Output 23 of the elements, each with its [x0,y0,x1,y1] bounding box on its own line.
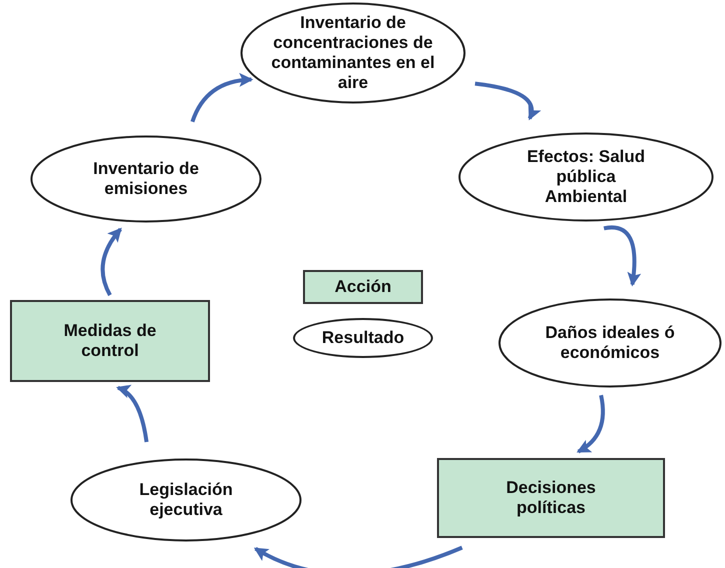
result-ellipse [498,298,722,388]
action-box [437,458,665,538]
result-ellipse [70,458,302,542]
node-label: Efectos: Salud pública Ambiental [526,147,646,207]
node-label: Inventario de concentraciones de contaminantes en el aire [270,13,436,93]
node-label: Inventario de emisiones [92,159,200,199]
legend-ellipse: Resultado [293,318,433,358]
result-ellipse [458,132,714,222]
arrow [190,73,254,122]
node-label: Medidas de control [62,321,158,361]
node-label: Decisiones políticas [505,478,597,518]
node-label: Daños ideales ó económicos [544,323,676,363]
result-ellipse [240,2,466,104]
legend-swatch: Acción [303,270,423,304]
arrow [254,546,463,568]
node-label: Legislación ejecutiva [138,480,234,520]
arrow [604,226,641,286]
action-box [10,300,210,382]
arrow [100,228,122,296]
arrow [474,82,540,120]
result-ellipse [30,135,262,223]
arrow [116,386,149,442]
arrow [576,394,605,454]
